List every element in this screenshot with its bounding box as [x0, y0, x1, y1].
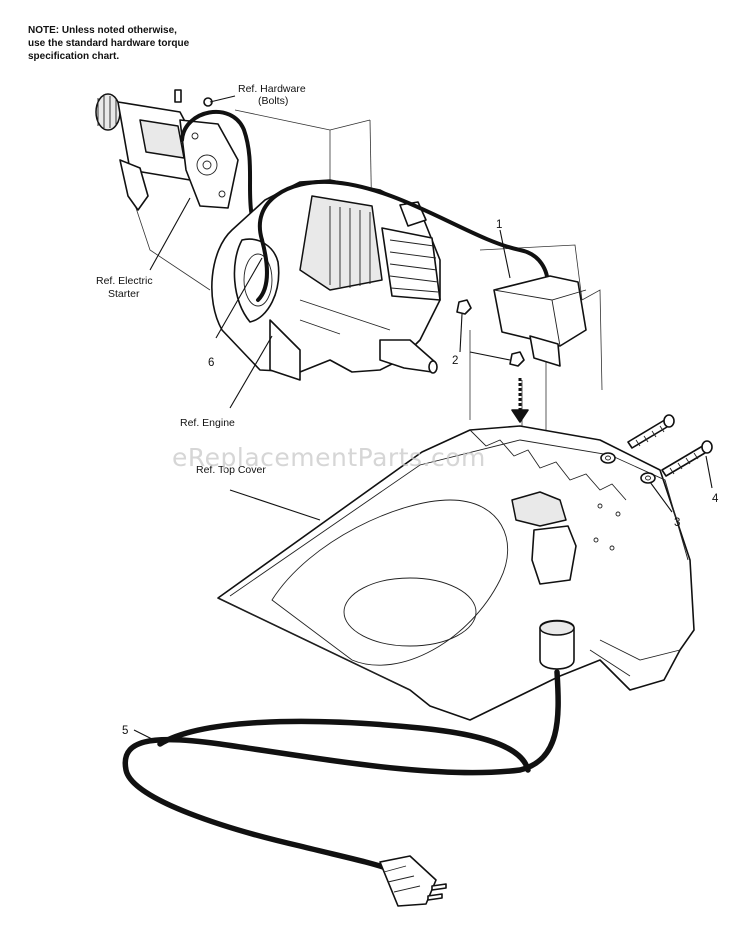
top-cover-receptacle [531, 525, 577, 585]
switch-box [493, 275, 587, 367]
watermark-text: eReplacementParts.com [172, 443, 486, 472]
callout-2: 2 [452, 355, 458, 367]
engine-carburetor [299, 195, 383, 291]
starter-flange [179, 119, 239, 209]
label-ref-hardware: Ref. Hardware [238, 83, 306, 95]
cord-plug [379, 855, 437, 907]
torque-note: NOTE: Unless noted otherwise, use the st… [28, 24, 288, 63]
label-ref-electric-starter: Ref. Electric [96, 275, 153, 287]
label-ref-electric-starter-2: Starter [108, 288, 140, 300]
engine-cylinder-fins [381, 227, 441, 301]
note-line-1: NOTE: Unless noted otherwise, [28, 25, 177, 36]
hardware-bolt [174, 89, 182, 103]
part-labels: Ref. Hardware (Bolts) Ref. Electric Star… [96, 83, 306, 476]
switch-box-body [493, 275, 587, 347]
washer-upper [600, 452, 616, 464]
callout-1: 1 [496, 219, 502, 231]
callout-3: 3 [674, 517, 680, 529]
starter-bracket [119, 159, 149, 211]
leader-lines [133, 95, 713, 745]
label-ref-engine: Ref. Engine [180, 417, 235, 429]
washer-lower [640, 472, 656, 484]
top-cover-chute-opening [271, 499, 509, 666]
nuts [456, 299, 525, 367]
label-ref-hardware-bolts: (Bolts) [258, 95, 288, 107]
nut-lower [509, 351, 525, 367]
note-line-2: use the standard hardware torque [28, 38, 190, 49]
top-cover [217, 425, 695, 721]
engine-wire-harness [258, 179, 550, 288]
callout-5: 5 [122, 725, 128, 737]
extension-cord [122, 619, 575, 907]
bolts-and-washers [600, 414, 713, 484]
electric-starter [95, 89, 239, 211]
callout-4: 4 [712, 493, 719, 505]
note-line-3: specification chart. [28, 51, 120, 62]
engine-shaft [379, 339, 436, 373]
nut-upper [456, 299, 472, 315]
callout-6: 6 [208, 357, 214, 369]
callout-numbers: 1 2 3 4 5 6 [122, 219, 719, 737]
label-ref-top-cover: Ref. Top Cover [196, 464, 266, 476]
engine [211, 179, 441, 381]
